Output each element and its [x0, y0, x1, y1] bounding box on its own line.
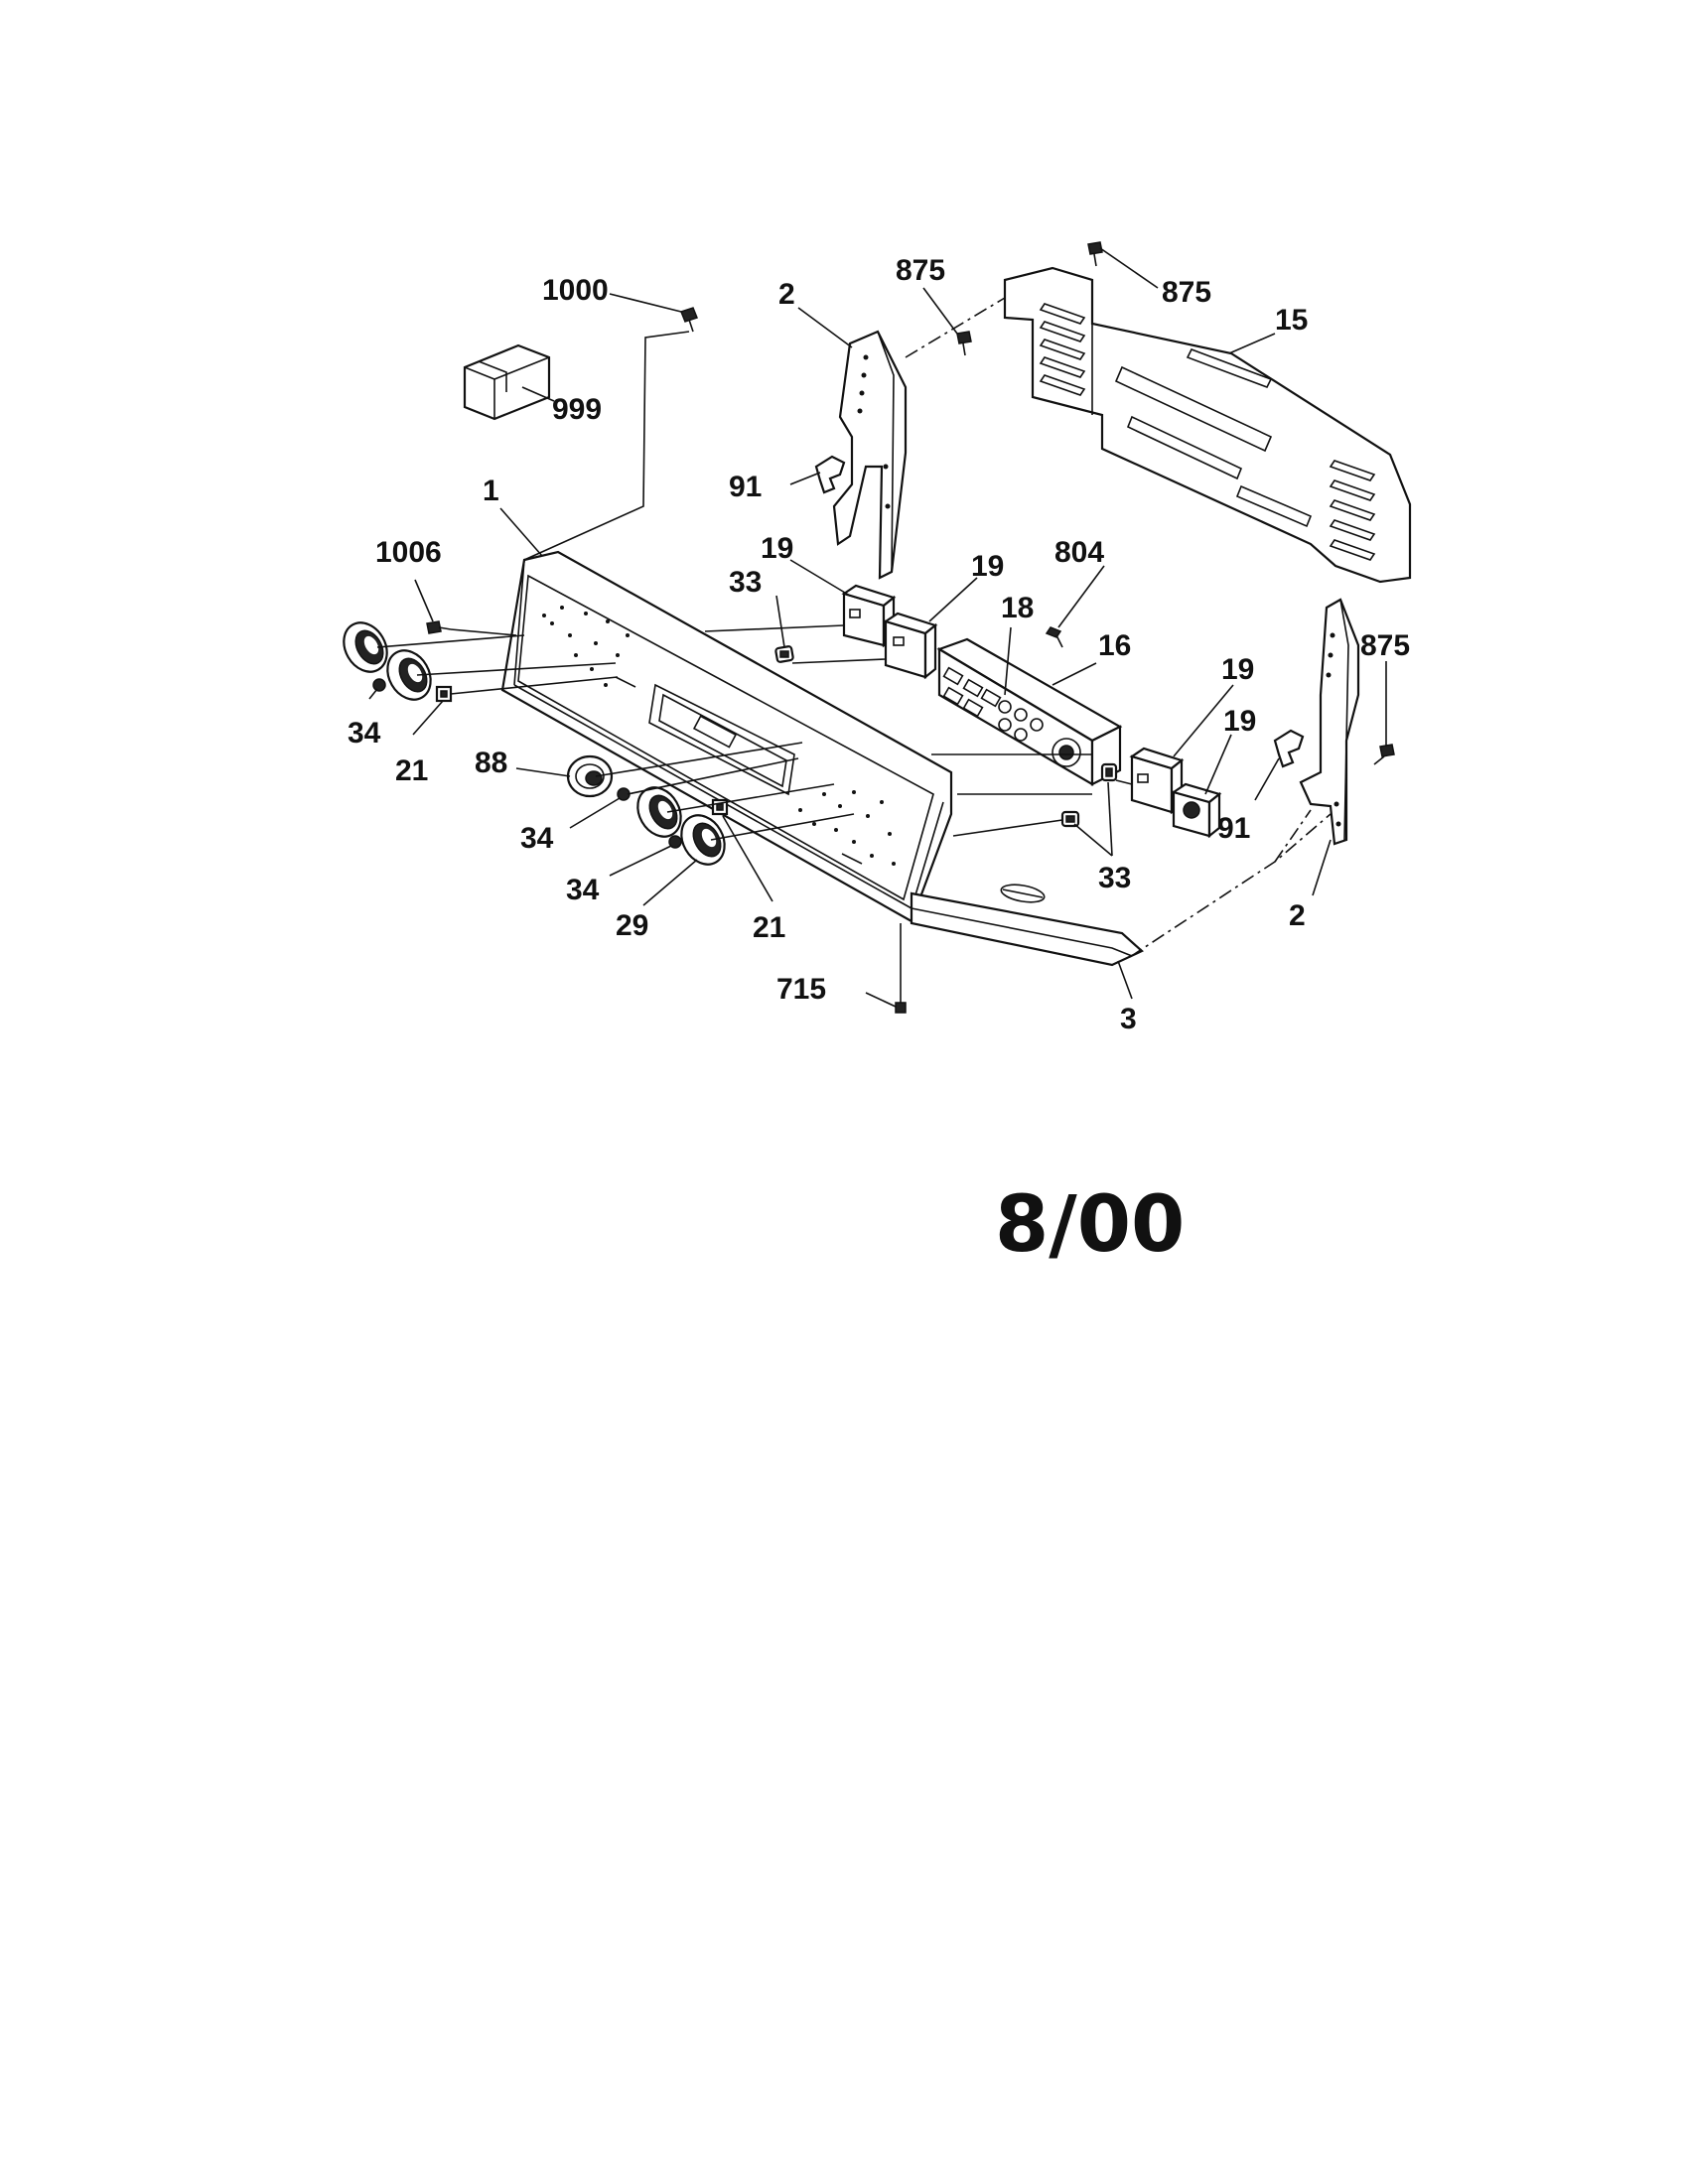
callout-16: 16 — [1098, 629, 1131, 662]
callout-1000: 1000 — [542, 274, 609, 307]
callout-88: 88 — [475, 747, 507, 779]
callout-29: 29 — [616, 909, 648, 942]
part-1006-screw — [426, 620, 452, 634]
callout-1: 1 — [483, 475, 499, 507]
callout-18: 18 — [1001, 592, 1034, 624]
callout-19-a: 19 — [761, 532, 793, 565]
callout-15: 15 — [1275, 304, 1308, 337]
callout-804: 804 — [1054, 536, 1104, 569]
callout-2-top: 2 — [778, 278, 795, 311]
callout-999: 999 — [552, 393, 602, 426]
callout-21-left: 21 — [395, 754, 428, 787]
part-19-switch-b — [883, 612, 938, 680]
callout-2-bottom: 2 — [1289, 899, 1306, 932]
callout-19-c: 19 — [1221, 653, 1254, 686]
callout-34-low: 34 — [566, 874, 600, 906]
callout-3: 3 — [1120, 1003, 1137, 1035]
callout-34-left: 34 — [348, 717, 381, 750]
part-34-ring-left — [372, 678, 386, 692]
leader-lines — [368, 247, 1387, 1008]
callout-875-top: 875 — [896, 254, 945, 287]
callout-19-b: 19 — [971, 550, 1004, 583]
part-91-clip-left — [814, 455, 846, 494]
part-15-rear-shield — [1003, 266, 1412, 584]
part-29-knob — [680, 814, 726, 866]
callout-715: 715 — [776, 973, 826, 1006]
part-21-adapter-left — [435, 685, 453, 703]
part-19-switch-d — [1171, 782, 1222, 839]
callout-91-right: 91 — [1217, 812, 1250, 845]
part-1-control-panel — [500, 550, 953, 923]
part-715-screw — [895, 985, 907, 1014]
part-88-knob — [566, 754, 614, 798]
callout-875-right: 875 — [1162, 276, 1211, 309]
part-91-clip-right — [1273, 729, 1305, 768]
callout-21-mid: 21 — [753, 911, 785, 944]
callout-91-left: 91 — [729, 471, 762, 503]
part-3-lower-trim — [910, 884, 1144, 967]
part-34-ring-low — [668, 835, 682, 849]
callout-labels: 1000 999 2 875 875 15 91 1 1006 19 19 80… — [348, 254, 1410, 1035]
callout-875-side: 875 — [1360, 629, 1410, 662]
knob-left-lower — [386, 649, 432, 701]
part-33-clip-right — [1060, 810, 1080, 828]
callout-33-top: 33 — [729, 566, 762, 599]
part-999-literature-box — [463, 343, 551, 421]
part-2-side-bracket-bottom — [1299, 598, 1360, 846]
revision-date: 8/00 — [995, 1180, 1185, 1270]
callout-33-right: 33 — [1098, 862, 1131, 894]
part-2-side-bracket-top — [832, 330, 908, 580]
part-1000-screw — [680, 307, 698, 333]
part-804-screw — [1045, 626, 1063, 648]
part-33-clip-mid — [1100, 762, 1118, 782]
callout-1006: 1006 — [375, 536, 442, 569]
part-875-screw-top — [956, 331, 972, 356]
callout-19-d: 19 — [1223, 705, 1256, 738]
part-33-clip-top — [774, 645, 794, 663]
callout-34-mid: 34 — [520, 822, 554, 855]
part-875-screw-side — [1373, 744, 1395, 765]
assembly-guide-lines — [376, 297, 1332, 985]
part-16-electronic-control — [936, 637, 1123, 786]
part-875-screw-right — [1087, 241, 1103, 267]
knob-left-upper — [343, 621, 388, 673]
knob-right-upper — [636, 786, 682, 838]
